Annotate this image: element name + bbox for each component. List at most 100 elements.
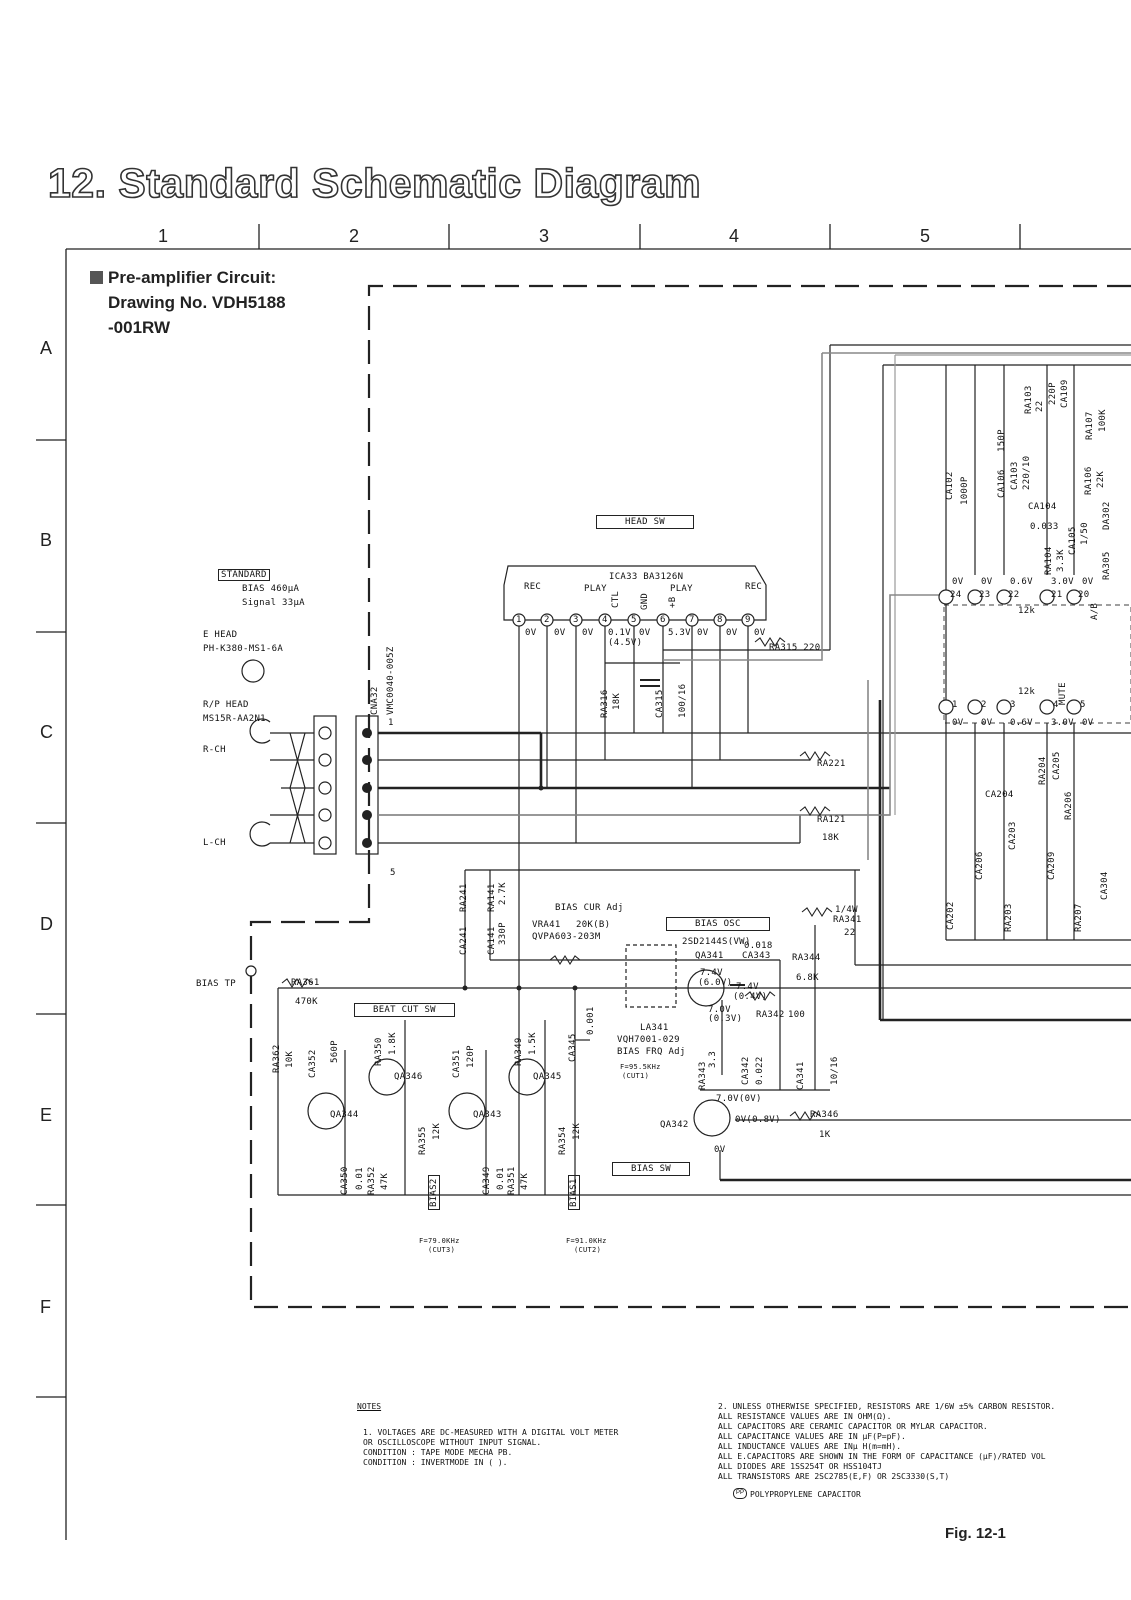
ic-v2: 0V (554, 628, 566, 638)
ra103-value: 22 (1035, 400, 1045, 412)
cut2-label: (CUT2) (574, 1246, 602, 1254)
ic-gnd: GND (640, 592, 650, 610)
figure-label: Fig. 12-1 (945, 1525, 1006, 1542)
beat-cut-sw-box: BEAT CUT SW (354, 1003, 455, 1017)
ca315-label: CA315 (655, 689, 665, 718)
ic-pin-3: 3 (573, 615, 579, 625)
pp-capacitor-icon: PP (733, 1488, 747, 1499)
block-title-line2: Drawing No. VDH5188 (108, 293, 286, 312)
ra352-value: 47K (380, 1172, 390, 1190)
note2-line7: ALL DIODES ARE 1SS254T OR HSS104TJ (718, 1462, 882, 1471)
standard-bias: BIAS 460μA (242, 584, 300, 594)
ca205-label: CA205 (1052, 751, 1062, 780)
ic-pin-9: 9 (745, 615, 751, 625)
la341-part: VQH7001-029 (617, 1035, 680, 1045)
connector-pin-last: 5 (390, 868, 396, 878)
ca349-label: CA349 (482, 1166, 492, 1195)
note2-line4: ALL CAPACITANCE VALUES ARE IN μF(P=pF). (718, 1432, 906, 1441)
ic-pin-5: 5 (631, 615, 637, 625)
ca105-label: CA105 (1068, 526, 1078, 555)
ra349-label: RA349 (514, 1037, 524, 1066)
ra106-value: 22K (1096, 470, 1106, 488)
column-4-label: 4 (728, 226, 739, 246)
f91-label: F=91.0KHz (566, 1237, 607, 1245)
head-sw-box: HEAD SW (596, 515, 695, 529)
note1-line2: OR OSCILLOSCOPE WITHOUT INPUT SIGNAL. (363, 1438, 542, 1447)
note2-line6: ALL E.CAPACITORS ARE SHOWN IN THE FORM O… (718, 1452, 1046, 1461)
row-a-label: A (40, 338, 53, 358)
bias-frq-adj: BIAS FRQ Adj (617, 1047, 686, 1057)
amp-v-top-5: 0V (1082, 577, 1094, 587)
ra341-label: RA341 (833, 915, 862, 925)
ra341-value: 22 (844, 928, 856, 938)
ca341-label: CA341 (796, 1061, 806, 1090)
ca203-label: CA203 (1008, 821, 1018, 850)
ca206-label: CA206 (975, 851, 985, 880)
ca351-value: 120P (466, 1045, 476, 1068)
ca141-value: 330P (498, 922, 508, 945)
ra355-label: RA355 (418, 1126, 428, 1155)
bias-tp-label: BIAS TP (196, 979, 237, 989)
ca141-label: CA141 (487, 926, 497, 955)
ca102-value: 1000P (960, 476, 970, 505)
amp-12k-bot: 12k (1018, 687, 1036, 697)
ic-rec-left: REC (524, 582, 542, 592)
amp-ab: A/B (1090, 602, 1100, 620)
column-1-label: 1 (157, 226, 168, 246)
cut3-label: (CUT3) (428, 1246, 456, 1254)
da302-label: DA302 (1102, 501, 1112, 530)
v74p2-label: (0.4V) (733, 992, 768, 1002)
qa346-label: QA346 (394, 1072, 423, 1082)
v08-label: 0V(0.8V) (735, 1115, 781, 1125)
amp-v-bot-5: 0V (1082, 718, 1094, 728)
ca104-label: CA104 (1028, 502, 1057, 512)
ra241-label: RA241 (459, 883, 469, 912)
bias-sw-box: BIAS SW (612, 1162, 691, 1176)
ra104-value: 3.3K (1056, 549, 1066, 572)
ra104-label: RA104 (1044, 546, 1054, 575)
qa343-label: QA343 (473, 1110, 502, 1120)
ic-v6: 5.3V (668, 628, 691, 638)
row-d-label: D (40, 914, 53, 934)
ic-ctl: CTL (611, 590, 621, 608)
amp-v-bot-2: 0V (981, 718, 993, 728)
ra341-watt: 1/4W (835, 905, 858, 915)
ra107-value: 100K (1098, 409, 1108, 432)
vra41-label: VRA41 (532, 920, 561, 930)
e-head-part: PH-K380-MS1-6A (203, 644, 284, 654)
amp-v-top-2: 0V (981, 577, 993, 587)
ra342-label: RA342 (756, 1010, 785, 1020)
ra107-label: RA107 (1085, 411, 1095, 440)
ra355-value: 12K (432, 1122, 442, 1140)
amp-pin-1: 1 (952, 700, 958, 710)
ic-pin-8: 8 (717, 615, 723, 625)
row-f-label: F (40, 1297, 51, 1317)
qa341-label: QA341 (695, 951, 724, 961)
qa344-label: QA344 (330, 1110, 359, 1120)
note2-line5: ALL INDUCTANCE VALUES ARE INμ H(m=mH). (718, 1442, 902, 1451)
v74a-label: 7.4V (700, 968, 723, 978)
ic-v9: 0V (754, 628, 766, 638)
ca103-label: CA103 (1010, 461, 1020, 490)
ra204-label: RA204 (1038, 756, 1048, 785)
ca102-label: CA102 (945, 471, 955, 500)
ra106-label: RA106 (1084, 466, 1094, 495)
f95-label: F=95.5KHz (620, 1063, 661, 1071)
bias-cur-adj: BIAS CUR Adj (555, 903, 624, 913)
note2-line2: ALL RESISTANCE VALUES ARE IN OHM(Ω). (718, 1412, 892, 1421)
column-5-label: 5 (919, 226, 930, 246)
ca350-value: 0.01 (355, 1167, 365, 1190)
amp-pin-23: 23 (979, 590, 991, 600)
f79-label: F=79.0KHz (419, 1237, 460, 1245)
connector-part: VMC0040-005Z (386, 646, 396, 715)
block-title-line1: Pre-amplifier Circuit: (108, 268, 277, 287)
v03-label: (0.3V) (708, 1014, 743, 1024)
ic-v5: 0V (639, 628, 651, 638)
ca343-label: CA343 (742, 951, 771, 961)
ca104-value: 0.033 (1030, 522, 1059, 532)
ra315-label: RA315 220 (769, 643, 821, 653)
amp-pin-22: 22 (1008, 590, 1020, 600)
l-ch-label: L-CH (203, 838, 226, 848)
column-3-label: 3 (538, 226, 549, 246)
